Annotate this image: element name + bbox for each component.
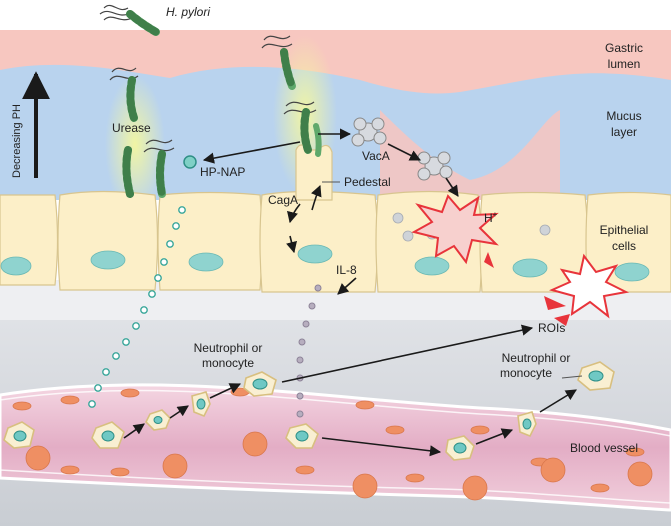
vessel-wall-line-bottom [0, 469, 671, 504]
label-h-plus: H+ [484, 210, 498, 225]
label-blood-vessel: Blood vessel [570, 441, 638, 455]
label-lumen: lumen [608, 57, 641, 71]
bacterium-top [99, 4, 160, 36]
vessel-wall-line-top [0, 389, 671, 437]
bacterium-center-top [261, 35, 296, 90]
bacterium-center [283, 101, 322, 157]
label-il8: IL-8 [336, 263, 357, 277]
glow-left [105, 75, 165, 215]
h-plus-superscript: + [493, 210, 498, 219]
label-epithelial: Epithelial [600, 223, 649, 237]
label-decreasing-ph: Decreasing PH [11, 104, 23, 178]
label-pedestal: Pedestal [344, 175, 391, 189]
label-neutrophil-right-2: monocyte [500, 366, 552, 380]
label-neutrophil-left-1: Neutrophil or [194, 341, 263, 355]
bacterium-left [109, 67, 139, 122]
hp-nap-particle [183, 155, 197, 169]
leader-lines [322, 181, 583, 379]
label-rois: ROIs [538, 321, 565, 335]
label-urease: Urease [112, 121, 151, 135]
red-blood-cells [12, 387, 653, 501]
rois-shard-1 [544, 296, 566, 310]
arrows [123, 128, 577, 457]
rois-shard-2 [554, 314, 570, 326]
label-mucus: Mucus [606, 109, 641, 123]
hp-nap-trail [88, 206, 186, 408]
label-vaca: VacA [362, 149, 390, 163]
label-layer: layer [611, 125, 637, 139]
h-plus-main: H [484, 211, 493, 225]
label-neutrophil-left-2: monocyte [202, 356, 254, 370]
label-cells: cells [612, 239, 636, 253]
label-hp-nap: HP-NAP [200, 165, 245, 179]
pedestal-shape [295, 144, 333, 201]
burst-shard [484, 252, 494, 268]
label-neutrophil-right-1: Neutrophil or [502, 351, 571, 365]
il8-trail [296, 284, 322, 418]
rois-burst [549, 253, 630, 319]
h-plus-burst [411, 194, 499, 265]
label-caga: CagA [268, 193, 298, 207]
bacterium-left-lower [122, 139, 175, 198]
nuclei [0, 244, 650, 282]
label-h-pylori: H. pylori [166, 5, 210, 19]
vaca-molecule-1 [351, 117, 387, 147]
immune-cell-nuclei [13, 370, 604, 454]
label-gastric: Gastric [605, 41, 643, 55]
